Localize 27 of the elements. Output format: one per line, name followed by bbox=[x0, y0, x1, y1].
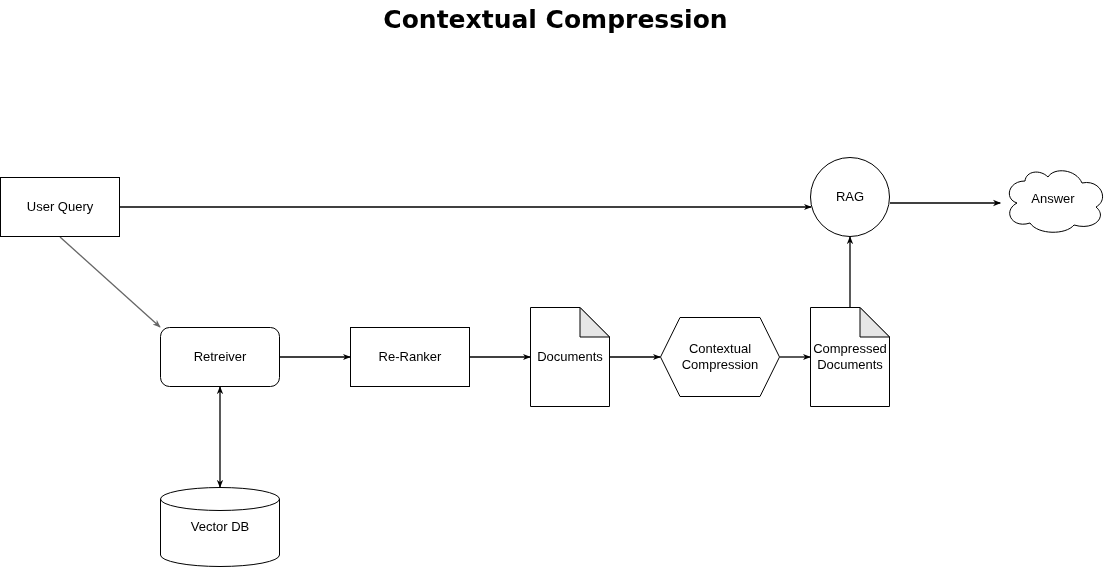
arrow bbox=[779, 353, 811, 361]
arrow bbox=[609, 353, 661, 361]
rounded-box bbox=[160, 327, 280, 387]
node-label: Vector DB bbox=[190, 519, 250, 535]
arrow bbox=[216, 386, 224, 488]
node-label: User Query bbox=[26, 199, 94, 215]
hexagon-shape bbox=[660, 317, 780, 397]
node-label: Answer bbox=[1031, 191, 1075, 207]
arrow bbox=[469, 353, 531, 361]
node-label: Retreiver bbox=[193, 349, 247, 365]
arrow bbox=[846, 236, 854, 308]
database-cylinder bbox=[160, 487, 280, 567]
arrow bbox=[59, 236, 161, 328]
node-label: Re-Ranker bbox=[378, 349, 442, 365]
node-label: Contextual Compression bbox=[680, 341, 760, 373]
arrow bbox=[279, 353, 351, 361]
document-shape bbox=[810, 307, 890, 407]
diagram-title: Contextual Compression bbox=[382, 5, 729, 34]
node-label: Documents bbox=[537, 349, 603, 365]
document-shape bbox=[530, 307, 610, 407]
process-box bbox=[0, 177, 120, 237]
process-box bbox=[350, 327, 470, 387]
arrow bbox=[119, 203, 812, 211]
arrow bbox=[889, 199, 1001, 207]
node-label: RAG bbox=[835, 189, 865, 205]
circle-node bbox=[810, 157, 890, 237]
node-label: Compressed Documents bbox=[812, 341, 888, 373]
